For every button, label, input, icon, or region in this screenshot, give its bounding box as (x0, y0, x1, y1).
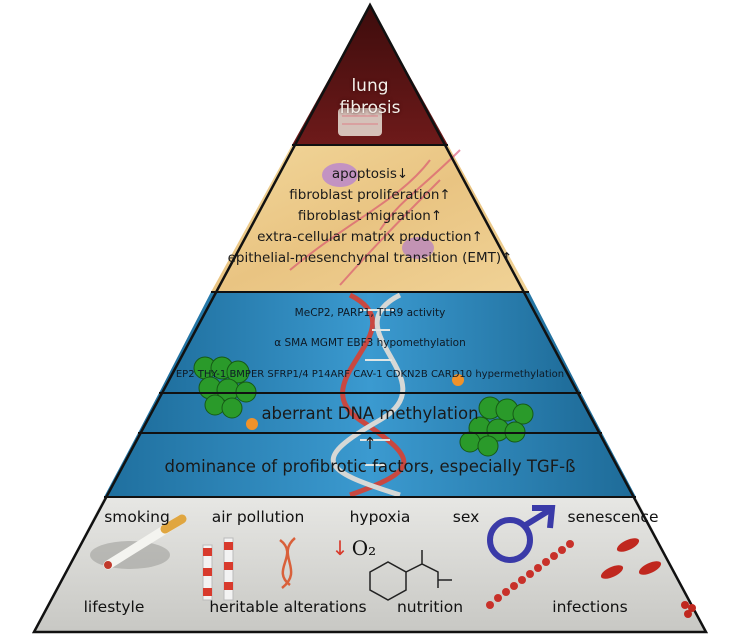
factor-air-pollution: air pollution (211, 508, 305, 526)
cell-nucleus-icon (402, 237, 434, 259)
up-arrow: ↑ (363, 434, 377, 453)
cigarette-icon (90, 514, 187, 570)
effect-proliferation: fibroblast proliferation↑ (289, 187, 451, 203)
apex-layer (292, 5, 448, 145)
factor-heritable-alterations: heritable alterations (209, 598, 367, 616)
bacteria-icon (600, 538, 696, 618)
molecule-icon (369, 550, 452, 601)
factor-sex: sex (452, 508, 480, 526)
factor-lifestyle: lifestyle (83, 598, 145, 616)
methyl-group-icon (452, 374, 464, 386)
profibrotic-label: dominance of profibrotic factors, especi… (164, 457, 576, 476)
methyl-group-icon (246, 418, 258, 430)
effect-apoptosis: apoptosis↓ (331, 166, 409, 182)
down-arrow-icon: ↓ (331, 536, 349, 560)
base-layer (34, 497, 706, 632)
fibroblast-streaks (289, 149, 461, 286)
effect-emt: epithelial-mesenchymal transition (EMT)↑ (227, 250, 513, 266)
cell-nucleus-icon (322, 163, 358, 187)
smokestack-icon (202, 537, 234, 601)
factor-nutrition: nutrition (396, 598, 464, 616)
apex-title-line1: lung (351, 76, 389, 96)
factor-senescence: senescence (567, 508, 659, 526)
factor-hypoxia: hypoxia (349, 508, 411, 526)
cellular-effects-layer (211, 145, 529, 292)
factor-smoking: smoking (104, 508, 170, 526)
male-symbol-icon (487, 505, 556, 563)
apex-title-line2: fibrosis (339, 98, 401, 118)
effect-migration: fibroblast migration↑ (297, 208, 443, 224)
epigenetic-layer (159, 292, 581, 393)
methylation-label: aberrant DNA methylation (261, 404, 479, 423)
effect-ecm-production: extra-cellular matrix production↑ (257, 229, 483, 245)
factor-infections: infections (552, 598, 628, 616)
hypomethylation-label: α SMA MGMT EBF3 hypomethylation (274, 337, 466, 349)
lung-tissue-icon (338, 108, 382, 136)
activity-label: MeCP2, PARP1, TLR9 activity (294, 307, 446, 319)
hypermethylation-label: EP2 THY-1 BMPER SFRP1/4 P14ARF CAV-1 CDK… (175, 369, 565, 380)
dna-icon (330, 292, 407, 498)
blood-cells-icon (486, 540, 574, 609)
o2-label: O₂ (351, 536, 377, 560)
heritable-dna-icon (279, 537, 296, 589)
